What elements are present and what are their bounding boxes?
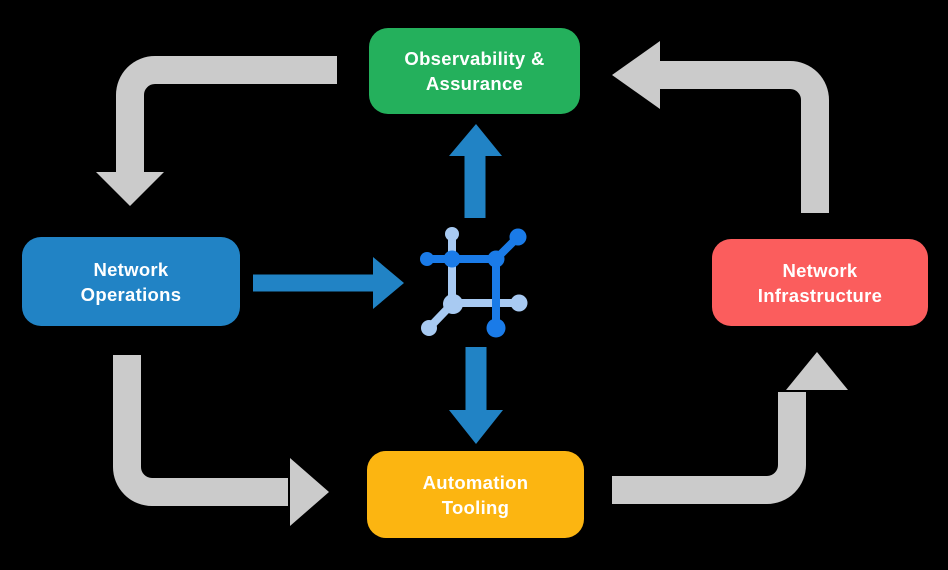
arrow-center-to-automation <box>449 347 503 444</box>
mesh-dark-dots <box>420 228 527 338</box>
arrow-operations-to-automation <box>113 355 329 526</box>
arrowhead-right <box>373 257 404 309</box>
arrow-infrastructure-to-observability <box>612 41 829 213</box>
arrowhead-right <box>290 458 329 526</box>
network-mesh-icon <box>420 227 528 338</box>
mesh-light-dots <box>421 227 528 336</box>
arrow-automation-to-infrastructure <box>612 352 848 504</box>
node-observability-assurance: Observability & Assurance <box>369 28 580 114</box>
arrowhead-down <box>449 410 503 444</box>
node-automation-tooling: Automation Tooling <box>367 451 584 538</box>
arrowhead-up <box>449 124 502 156</box>
arrowhead-down <box>96 172 164 206</box>
arrow-center-to-observability <box>449 124 502 218</box>
arrowhead-up <box>786 352 848 390</box>
node-network-infrastructure: Network Infrastructure <box>712 239 928 326</box>
node-network-operations: Network Operations <box>22 237 240 326</box>
arrowhead-left <box>612 41 660 109</box>
cycle-arrows <box>96 41 848 526</box>
arrow-operations-to-center <box>253 257 404 309</box>
center-arrows <box>253 124 503 444</box>
arrow-observability-to-operations <box>96 56 337 206</box>
